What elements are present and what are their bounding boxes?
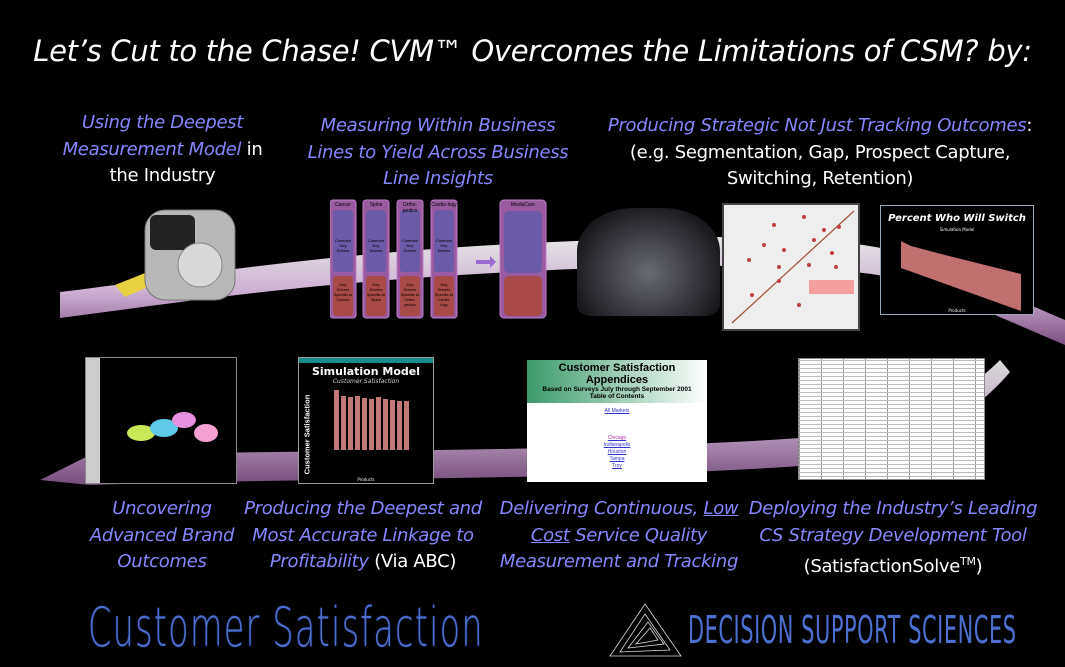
trademark-sup: TM	[960, 555, 976, 568]
common-drivers: Common Key Drivers	[435, 238, 453, 253]
switch-chart-xlabel: Products	[948, 308, 966, 313]
slide-title: Let’s Cut to the Chase! CVM™ Overcomes t…	[33, 34, 1032, 68]
link-market[interactable]: Chicago	[607, 435, 627, 441]
simulation-model-thumbnail: Simulation Model Customer Satisfaction C…	[298, 357, 434, 484]
caption-line: Switching, Retention)	[726, 168, 914, 189]
caption-line: the Industry	[109, 165, 216, 186]
link-market[interactable]: Troy	[612, 463, 622, 469]
caption-line: (Via ABC)	[368, 551, 457, 572]
appendices-toc: Table of Contents	[589, 393, 645, 400]
caption-line: Deploying the Industry’s Leading	[748, 498, 1038, 519]
simulation-title: Simulation Model	[311, 365, 421, 378]
specific-drivers: Key Drivers Specific to Spine	[366, 282, 386, 302]
caption-line: Uncovering	[112, 498, 212, 519]
caption-line: Outcomes	[117, 551, 207, 572]
common-drivers: Common Key Drivers	[334, 238, 352, 253]
caption-brand-outcomes: Uncovering Advanced Brand Outcomes	[62, 496, 262, 576]
caption-line: )	[975, 556, 983, 577]
caption-line: Low	[703, 498, 739, 519]
link-market[interactable]: Indianapolis	[603, 442, 631, 448]
business-line-name: Cancer	[334, 202, 352, 208]
business-line-name: Spine	[369, 202, 383, 208]
tape-measure-image	[115, 209, 236, 301]
gap-analysis-scatter-thumbnail	[722, 203, 860, 331]
dss-triangle-logo-icon	[609, 603, 682, 657]
caption-line: CS Strategy Development Tool	[759, 524, 1027, 546]
caption-line: :	[1026, 115, 1033, 136]
caption-line: (e.g. Segmentation, Gap, Prospect Captur…	[629, 141, 1011, 163]
caption-line: Measurement and Tracking	[499, 551, 739, 572]
caption-line: Cost	[530, 524, 570, 546]
customer-satisfaction-logo: Customer Satisfaction	[88, 596, 484, 659]
caption-strategic-outcomes: Producing Strategic Not Just Tracking Ou…	[590, 113, 1050, 193]
caption-line: Producing Strategic Not Just Tracking Ou…	[607, 115, 1027, 136]
specific-drivers: Key Drivers Specific to Cancer	[333, 282, 353, 302]
caption-line: Profitability	[269, 551, 369, 572]
caption-line: Producing the Deepest and	[244, 498, 482, 519]
switch-chart-title: Percent Who Will Switch	[888, 213, 1026, 224]
appendices-subtitle: Based on Surveys July through September …	[542, 386, 692, 393]
business-line-name: Cardio-logy	[431, 202, 457, 208]
caption-strategy-tool: Deploying the Industry’s Leading CS Stra…	[745, 496, 1041, 581]
caption-line: (SatisfactionSolve	[803, 556, 961, 577]
business-line-name: Ortho-pedics	[402, 202, 418, 214]
link-market[interactable]: Houston	[607, 449, 627, 455]
caption-business-lines: Measuring Within Business Lines to Yield…	[300, 113, 576, 193]
specific-drivers: Key Drivers Specific to Cardio-logy	[434, 282, 454, 307]
brand-outcomes-3d-thumbnail	[85, 357, 237, 484]
caption-deepest-measurement: Using the Deepest Measurement Model in t…	[50, 110, 275, 190]
simulation-subtitle: Customer Satisfaction	[332, 378, 400, 385]
link-market[interactable]: Tampa	[609, 456, 625, 462]
crowd-of-people-image	[577, 208, 720, 316]
caption-line: Measuring Within Business	[320, 115, 556, 136]
caption-line: Lines to Yield Across Business	[307, 141, 569, 163]
caption-line: in	[241, 138, 263, 160]
appendices-page-thumbnail: Customer Satisfaction Appendices Based o…	[527, 360, 707, 482]
business-lines-diagram: Cancer Spine Ortho-pedics Cardio-logy Co…	[330, 198, 575, 320]
caption-line: Line Insights	[383, 168, 493, 189]
caption-line: Using the Deepest	[81, 112, 244, 133]
decision-support-sciences-logo: DECISION SUPPORT SCIENCES	[688, 608, 1017, 652]
simulation-ylabel: Customer Satisfaction	[302, 394, 312, 475]
caption-line: Most Accurate Linkage to	[252, 524, 474, 546]
caption-linkage-profitability: Producing the Deepest and Most Accurate …	[232, 496, 494, 576]
common-drivers: Common Key Drivers	[367, 238, 385, 253]
caption-line: Measurement Model	[62, 138, 242, 160]
specific-drivers: Key Drivers Specific to Ortho-pedics	[400, 282, 420, 307]
switch-chart-subtitle: Simulation Model	[939, 227, 975, 232]
result-business-line: MedisCare	[510, 202, 536, 208]
caption-line: Service Quality	[569, 524, 708, 546]
caption-service-quality: Delivering Continuous, Low Cost Service …	[490, 496, 748, 576]
common-drivers: Common Key Drivers	[401, 238, 419, 253]
percent-switch-chart-thumbnail: Percent Who Will Switch Simulation Model…	[880, 205, 1034, 315]
caption-line: Delivering Continuous,	[499, 498, 704, 519]
strategy-tool-table-thumbnail	[798, 358, 985, 480]
bottom-ribbon	[40, 360, 1010, 485]
appendices-title: Customer Satisfaction Appendices	[558, 362, 676, 386]
simulation-xlabel: Products	[357, 477, 375, 482]
caption-line: Advanced Brand	[89, 524, 235, 546]
link-all-markets[interactable]: All Markets	[604, 408, 630, 414]
